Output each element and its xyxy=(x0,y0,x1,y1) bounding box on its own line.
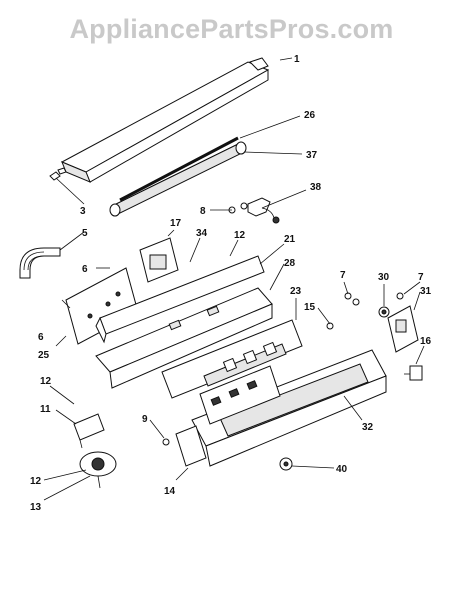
callout-14: 14 xyxy=(164,486,176,497)
part-switch-housing xyxy=(387,305,419,353)
part-long-bracket xyxy=(95,255,265,344)
callout-11: 11 xyxy=(40,404,51,415)
part-screws-7-15 xyxy=(326,292,404,330)
part-top-cover xyxy=(60,57,270,183)
part-module-17 xyxy=(139,237,179,283)
part-frame-panel xyxy=(95,287,273,389)
leader-lines xyxy=(43,57,425,501)
part-clip xyxy=(49,167,67,181)
part-front-console xyxy=(191,349,387,467)
part-wire-harness xyxy=(19,247,61,279)
callout-34: 34 xyxy=(196,228,208,239)
callout-7: 7 xyxy=(340,270,346,281)
callout-3: 3 xyxy=(80,206,86,217)
callout-28: 28 xyxy=(284,258,296,269)
watermark: AppliancePartsPros.com xyxy=(69,14,394,44)
callout-9: 9 xyxy=(142,414,148,425)
callout-17: 17 xyxy=(170,218,182,229)
callout-6b: 6 xyxy=(38,332,44,343)
callout-5: 5 xyxy=(82,228,88,239)
part-screws-8 xyxy=(228,202,248,214)
callout-16: 16 xyxy=(420,336,432,347)
callout-40: 40 xyxy=(336,464,348,475)
callout-6: 6 xyxy=(82,264,88,275)
part-bracket-wire xyxy=(247,197,280,224)
callout-23: 23 xyxy=(290,286,302,297)
callout-12: 12 xyxy=(234,230,246,241)
callout-15: 15 xyxy=(304,302,316,313)
callout-1: 1 xyxy=(294,54,300,65)
callout-30: 30 xyxy=(378,272,390,283)
callout-31: 31 xyxy=(420,286,432,297)
part-switch-13 xyxy=(79,451,117,489)
part-end-cap xyxy=(175,425,207,467)
part-tube xyxy=(109,141,247,217)
callout-32: 32 xyxy=(362,422,374,433)
callout-12b: 12 xyxy=(40,376,52,387)
part-display-panel xyxy=(161,319,303,399)
part-connector-16 xyxy=(404,365,423,381)
callout-25: 25 xyxy=(38,350,50,361)
part-knob-40 xyxy=(279,457,293,471)
callout-21: 21 xyxy=(284,234,296,245)
callout-37: 37 xyxy=(306,150,318,161)
callout-13: 13 xyxy=(30,502,42,513)
part-rod xyxy=(119,136,239,202)
part-knob-30 xyxy=(378,306,390,318)
callout-labels: 1 26 37 38 3 8 5 17 34 12 21 6 28 7 30 7… xyxy=(30,54,432,513)
callout-8: 8 xyxy=(200,206,206,217)
part-screw-9 xyxy=(162,438,170,446)
callout-12c: 12 xyxy=(30,476,42,487)
callout-38: 38 xyxy=(310,182,322,193)
callout-26: 26 xyxy=(304,110,316,121)
part-bracket-11 xyxy=(73,413,105,449)
callout-7b: 7 xyxy=(418,272,424,283)
